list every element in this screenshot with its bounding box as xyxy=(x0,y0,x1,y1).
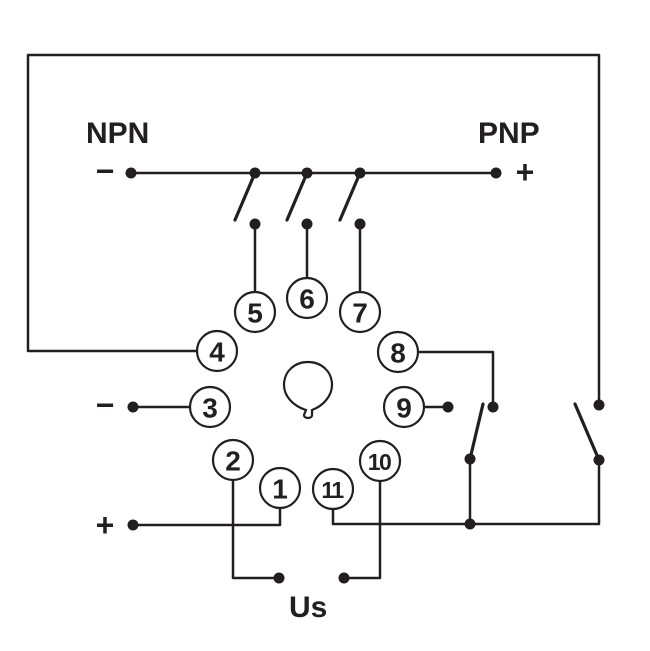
pin8-switch-contact xyxy=(487,401,499,413)
svg-text:5: 5 xyxy=(247,298,263,329)
pin-8: 8 xyxy=(376,330,420,374)
supply-terminal-right xyxy=(338,572,350,584)
svg-text:2: 2 xyxy=(225,446,241,477)
supply-label: Us xyxy=(289,591,327,624)
pin-7: 7 xyxy=(338,290,382,334)
pin-11: 11 xyxy=(311,467,355,511)
pin-4: 4 xyxy=(195,329,239,373)
right-switch-blade xyxy=(573,402,601,462)
pin-9: 9 xyxy=(382,385,426,429)
pnp-plus-sign: + xyxy=(516,154,535,190)
pin-2: 2 xyxy=(211,438,255,482)
pnp-label: PNP xyxy=(478,117,540,150)
pin2-supply-wire xyxy=(231,478,281,580)
svg-text:1: 1 xyxy=(272,474,288,505)
right-switch-contact xyxy=(593,399,605,411)
svg-text:6: 6 xyxy=(299,284,315,315)
left-plus-sign: + xyxy=(96,507,115,543)
svg-text:8: 8 xyxy=(390,338,406,369)
npn-terminal xyxy=(125,167,137,179)
left-minus-terminal xyxy=(127,401,139,413)
sensor-switch-5 xyxy=(233,167,261,294)
pin1-wire xyxy=(131,506,282,527)
sensor-switch-7 xyxy=(338,167,366,294)
npn-label: NPN xyxy=(86,117,149,150)
sensor-switch-6 xyxy=(285,167,313,280)
svg-text:11: 11 xyxy=(321,477,344,503)
pin9-terminal xyxy=(442,401,454,413)
pin-6: 6 xyxy=(285,276,329,320)
pin-3: 3 xyxy=(188,385,232,429)
svg-text:4: 4 xyxy=(209,337,225,368)
pin-5: 5 xyxy=(233,290,277,334)
pin-1: 1 xyxy=(258,466,302,510)
socket-key-icon xyxy=(282,360,334,420)
svg-text:3: 3 xyxy=(202,393,218,424)
pin-10: 10 xyxy=(358,439,402,483)
common-junction xyxy=(464,518,476,530)
svg-text:10: 10 xyxy=(368,449,391,475)
svg-text:9: 9 xyxy=(396,393,412,424)
supply-terminal-left xyxy=(273,572,285,584)
left-minus-sign: − xyxy=(96,387,115,423)
outer-loop-wire xyxy=(26,53,601,407)
svg-text:7: 7 xyxy=(352,298,368,329)
left-plus-terminal xyxy=(127,519,139,531)
pin8-wire xyxy=(417,350,495,409)
npn-minus-sign: − xyxy=(96,153,115,189)
pin10-supply-wire xyxy=(342,479,382,580)
pin8-switch-blade xyxy=(468,402,485,461)
pnp-terminal xyxy=(490,167,502,179)
